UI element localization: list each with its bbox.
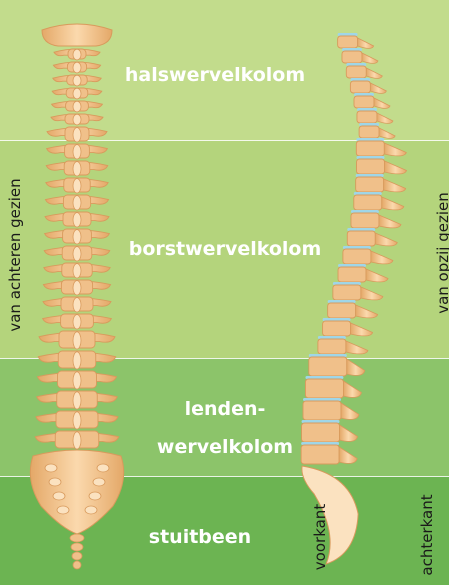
- spinous-process: [347, 359, 365, 375]
- vertebral-body: [356, 177, 384, 192]
- coccyx-segment: [72, 552, 82, 560]
- spinous-process: [73, 128, 81, 142]
- sacral-foramen: [85, 506, 97, 514]
- spinous-process: [366, 68, 382, 78]
- vertebral-body: [350, 81, 370, 93]
- label-thoracic: borstwervelkolom: [115, 238, 335, 260]
- spinous-process: [382, 197, 404, 210]
- spinous-process: [73, 101, 81, 112]
- spinous-process: [73, 196, 81, 210]
- spinous-process: [73, 281, 81, 295]
- vertebral-body: [357, 159, 385, 174]
- spinous-process: [73, 412, 81, 429]
- spinous-process: [374, 98, 390, 108]
- spinous-process: [379, 128, 395, 138]
- spinous-process: [73, 247, 81, 261]
- label-back-view: van achteren gezien: [6, 170, 24, 340]
- spinous-process: [385, 161, 407, 174]
- spinous-process: [73, 392, 81, 409]
- spinous-process: [73, 213, 81, 227]
- spinous-process: [358, 38, 374, 48]
- vertebral-body: [333, 285, 361, 300]
- spinous-process: [375, 233, 397, 246]
- spinous-process: [73, 114, 81, 125]
- label-side-view: van opzij gezien: [434, 178, 449, 328]
- label-lumbar-1: lenden-: [140, 398, 310, 420]
- sacral-foramen: [53, 492, 65, 500]
- vertebral-body: [347, 231, 375, 246]
- spinous-process: [341, 403, 359, 419]
- vertebral-body: [328, 303, 356, 318]
- sacral-foramen: [97, 464, 109, 472]
- spinous-process: [379, 215, 401, 228]
- vertebral-body: [359, 126, 379, 138]
- coccyx-segment: [71, 543, 83, 551]
- sacral-foramen: [49, 478, 61, 486]
- spinous-process: [73, 49, 81, 60]
- vertebral-body: [354, 96, 374, 108]
- spinous-process: [370, 83, 386, 93]
- spinous-process: [73, 372, 81, 389]
- coccyx-segment: [73, 561, 81, 569]
- vertebral-body: [309, 357, 347, 376]
- label-front-side: voorkant: [311, 497, 329, 577]
- spinous-process: [73, 162, 81, 176]
- vertebral-body: [323, 321, 351, 336]
- label-lumbar-2: wervelkolom: [120, 436, 330, 458]
- spinous-process: [339, 447, 357, 463]
- spinous-process: [346, 341, 368, 354]
- spinous-process: [384, 179, 406, 192]
- spinous-process: [73, 315, 81, 329]
- coccyx-segment: [70, 534, 84, 542]
- sacral-foramen: [89, 492, 101, 500]
- label-rear-side: achterkant: [418, 490, 436, 580]
- spinous-process: [371, 251, 393, 264]
- spinous-process: [73, 264, 81, 278]
- sacrum: [30, 450, 123, 534]
- spinous-process: [73, 179, 81, 193]
- spine-side-view: [301, 33, 406, 564]
- spinous-process: [377, 113, 393, 123]
- sacral-foramen: [45, 464, 57, 472]
- spinous-process: [351, 323, 373, 336]
- spinous-process: [73, 75, 81, 86]
- vertebral-body: [338, 36, 358, 48]
- atlas-vertebra: [42, 24, 112, 46]
- vertebral-body: [346, 66, 366, 78]
- spinous-process: [384, 143, 406, 156]
- spinous-process: [73, 88, 81, 99]
- sacral-foramen: [57, 506, 69, 514]
- spinous-process: [73, 332, 81, 349]
- spinous-process: [73, 298, 81, 312]
- vertebral-body: [354, 195, 382, 210]
- label-sacral: stuitbeen: [130, 526, 270, 548]
- spinous-process: [73, 432, 81, 449]
- vertebral-body: [357, 111, 377, 123]
- spinous-process: [366, 269, 388, 282]
- vertebral-body: [338, 267, 366, 282]
- vertebral-body: [343, 249, 371, 264]
- vertebral-body: [342, 51, 362, 63]
- spinous-process: [73, 62, 81, 73]
- spinous-process: [362, 53, 378, 63]
- spinous-process: [73, 352, 81, 369]
- spinous-process: [340, 425, 358, 441]
- vertebral-body: [305, 379, 343, 398]
- sacral-foramen: [93, 478, 105, 486]
- label-cervical: halswervelkolom: [110, 64, 320, 86]
- vertebral-body: [356, 141, 384, 156]
- spine-back-view: [30, 24, 123, 569]
- spinous-process: [73, 230, 81, 244]
- spinous-process: [356, 305, 378, 318]
- spinous-process: [361, 287, 383, 300]
- vertebral-body: [318, 339, 346, 354]
- vertebral-body: [351, 213, 379, 228]
- spinous-process: [343, 381, 361, 397]
- spinous-process: [73, 145, 81, 159]
